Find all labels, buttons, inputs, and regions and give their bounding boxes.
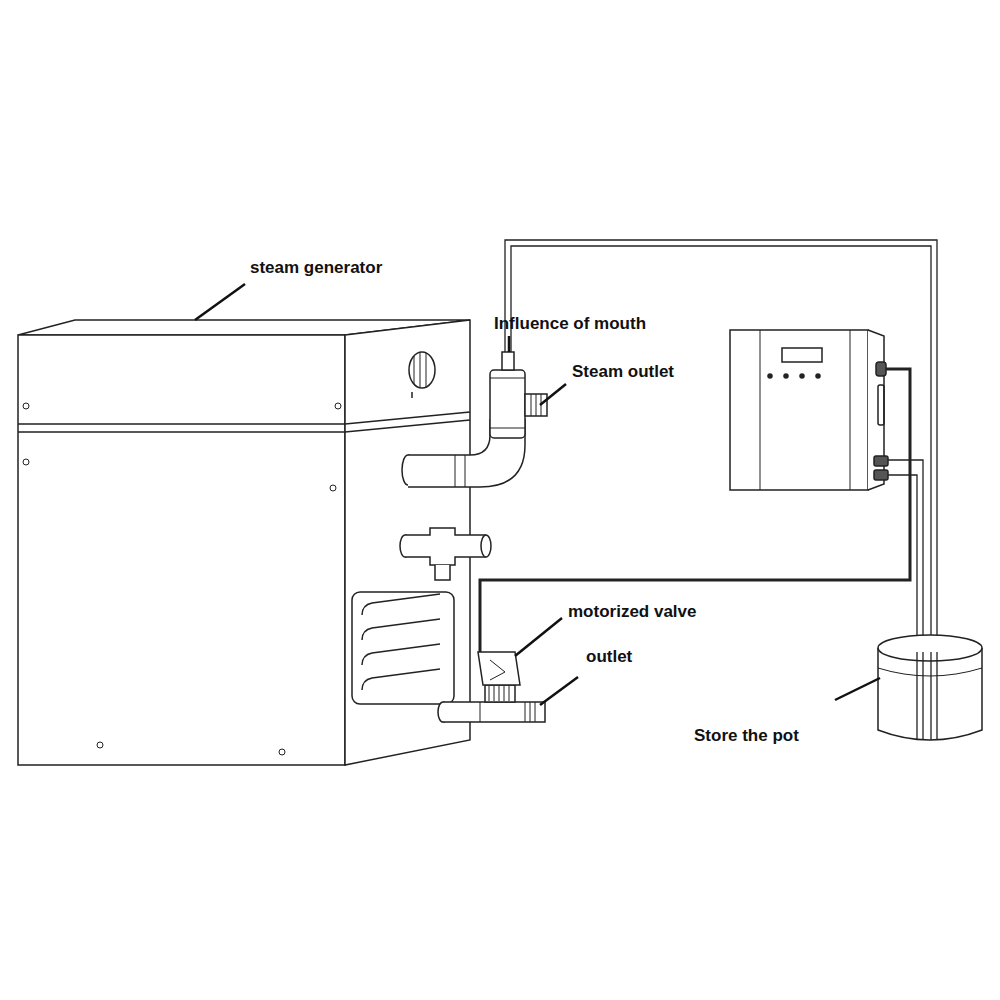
- knob-ridges: [414, 353, 426, 387]
- part-label: motorized valve: [568, 602, 697, 622]
- screw: [279, 749, 285, 755]
- screw: [23, 403, 29, 409]
- pot-body: [878, 648, 982, 740]
- knob: [409, 352, 435, 398]
- steam-pipe: [402, 352, 547, 487]
- part-label: Steam outlet: [572, 362, 674, 382]
- steam-generator-body: [18, 320, 470, 765]
- part-label: steam generator: [250, 258, 382, 278]
- button: [784, 374, 788, 378]
- button: [816, 374, 820, 378]
- control-wire: [480, 369, 910, 652]
- steam-outlet-nozzle: [525, 394, 547, 416]
- vent-louvers: [352, 592, 454, 704]
- motorized-valve-actuator: [478, 652, 520, 685]
- leader-lines: [195, 284, 880, 705]
- part-label: Store the pot: [694, 726, 799, 746]
- drain-rings: [480, 702, 535, 722]
- valve-spring: [485, 685, 515, 702]
- vent-frame: [352, 592, 454, 704]
- leader-line: [508, 336, 511, 352]
- connector: [874, 456, 888, 466]
- controller-display: [782, 348, 822, 362]
- screw: [23, 459, 29, 465]
- button: [768, 374, 772, 378]
- drain-outlet: [438, 652, 545, 722]
- leader-line: [540, 384, 566, 405]
- valve-body: [405, 528, 485, 565]
- controller-front: [730, 330, 868, 490]
- screw: [335, 403, 341, 409]
- thread: [531, 394, 541, 416]
- tubes: [505, 240, 937, 725]
- drain-pipe: [443, 702, 545, 722]
- leader-line: [515, 618, 562, 656]
- controller: [730, 330, 888, 490]
- valve-stem: [435, 565, 450, 580]
- pot-rim: [878, 635, 982, 661]
- outer-tube: [505, 240, 937, 725]
- connector: [878, 385, 884, 425]
- leader-line: [540, 677, 578, 705]
- screw: [97, 742, 103, 748]
- leader-line: [195, 284, 245, 320]
- valve-end: [481, 535, 491, 557]
- button: [800, 374, 804, 378]
- storage-pot: [878, 635, 982, 740]
- connector: [876, 362, 886, 376]
- pot-band: [878, 668, 982, 676]
- part-label: Influence of mouth: [494, 314, 646, 334]
- tubes-in-pot: [917, 652, 937, 740]
- knob-cap: [409, 352, 435, 388]
- screw: [330, 485, 336, 491]
- generator-band: [18, 412, 470, 432]
- pipe-ring: [455, 455, 465, 487]
- actuator-mark: [490, 660, 505, 680]
- generator-front: [18, 335, 345, 765]
- connector: [874, 470, 888, 480]
- tee-nipple: [502, 352, 514, 370]
- controller-panels: [760, 330, 850, 490]
- screws: [23, 403, 341, 755]
- tee-bands: [490, 378, 525, 428]
- leader-line: [835, 678, 880, 700]
- tee-body: [490, 370, 525, 438]
- water-valve: [400, 528, 491, 580]
- louver-slots: [362, 594, 440, 690]
- spring-coils: [489, 686, 509, 701]
- part-label: outlet: [586, 647, 632, 667]
- knob-tick: [411, 392, 413, 398]
